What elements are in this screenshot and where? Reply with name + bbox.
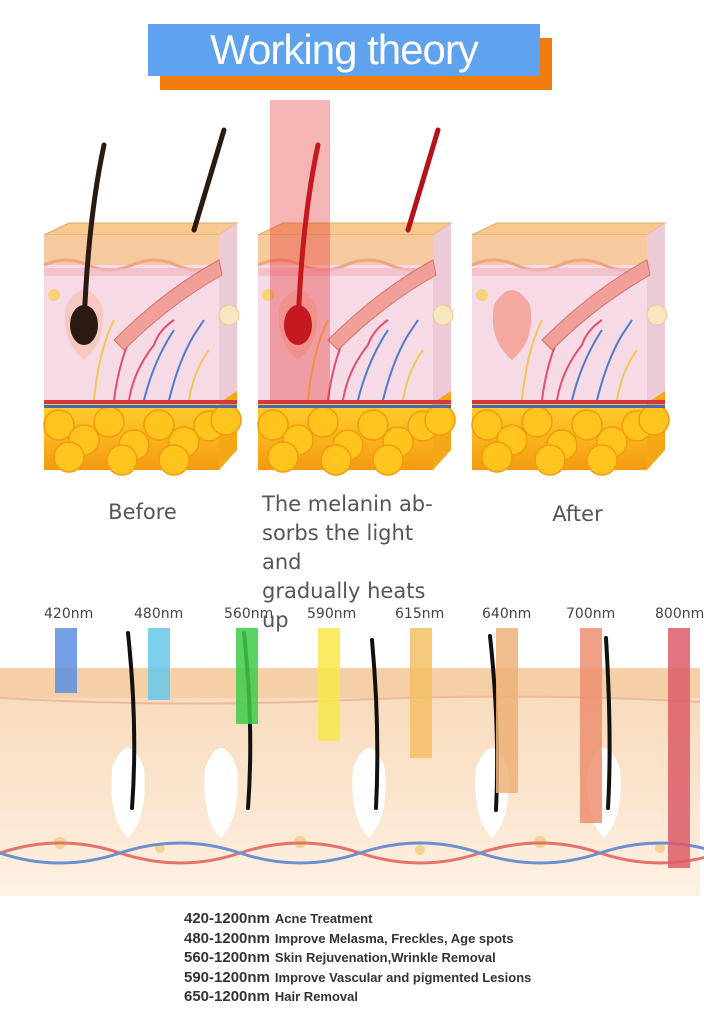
skin-panel-before — [43, 100, 259, 476]
legend-range: 650-1200nm — [184, 988, 270, 1005]
wavelength-label-800: 800nm — [655, 606, 704, 622]
legend-description: Skin Rejuvenation,Wrinkle Removal — [274, 950, 496, 965]
light-beam-590nm — [318, 628, 340, 741]
light-beam-615nm — [410, 628, 432, 758]
wavelength-label-590: 590nm — [307, 606, 357, 622]
skin-panel-after — [471, 100, 687, 476]
title-banner-box: Working theory — [148, 24, 540, 76]
legend-description: Improve Vascular and pigmented Lesions — [274, 969, 532, 985]
light-beams — [55, 628, 690, 868]
legend-row: 590-1200nm Improve Vascular and pigmente… — [184, 969, 684, 989]
caption-after: After — [552, 502, 603, 526]
light-beam-640nm — [496, 628, 518, 793]
legend-range: 480-1200nm — [184, 929, 270, 947]
wavelength-skin-scene — [0, 628, 704, 896]
light-beam-420nm — [55, 628, 77, 693]
light-beam-480nm — [148, 628, 170, 700]
legend-range: 420-1200nm — [184, 910, 270, 927]
legend-range: 560-1200nm — [184, 949, 270, 966]
wavelength-label-640: 640nm — [482, 606, 532, 622]
legend-row: 560-1200nm Skin Rejuvenation,Wrinkle Rem… — [184, 949, 684, 969]
light-beam-700nm — [580, 628, 602, 823]
wavelength-label-480: 480nm — [134, 606, 184, 622]
treatment-legend: 420-1200nm Acne Treatment 480-1200nm Imp… — [184, 910, 684, 1008]
page-title: Working theory — [210, 26, 479, 73]
wavelength-label-700: 700nm — [566, 606, 616, 622]
legend-description: Acne Treatment — [274, 911, 373, 926]
legend-range: 590-1200nm — [184, 968, 270, 986]
caption-during: The melanin ab- sorbs the light and grad… — [262, 492, 433, 632]
legend-row: 420-1200nm Acne Treatment — [184, 910, 684, 930]
legend-description: Hair Removal — [274, 989, 358, 1004]
legend-row: 480-1200nm Improve Melasma, Freckles, Ag… — [184, 930, 684, 950]
blood-vessels — [0, 841, 704, 865]
legend-description: Improve Melasma, Freckles, Age spots — [274, 930, 514, 946]
caption-before: Before — [108, 500, 177, 524]
skin-panel-during — [257, 100, 473, 476]
wavelength-label-615: 615nm — [395, 606, 445, 622]
wavelength-label-420: 420nm — [44, 606, 94, 622]
title-banner: Working theory — [148, 24, 552, 90]
wavelength-label-560: 560nm — [224, 606, 274, 622]
light-beam-560nm — [236, 628, 258, 724]
legend-row: 650-1200nm Hair Removal — [184, 988, 684, 1008]
light-beam-800nm — [668, 628, 690, 868]
